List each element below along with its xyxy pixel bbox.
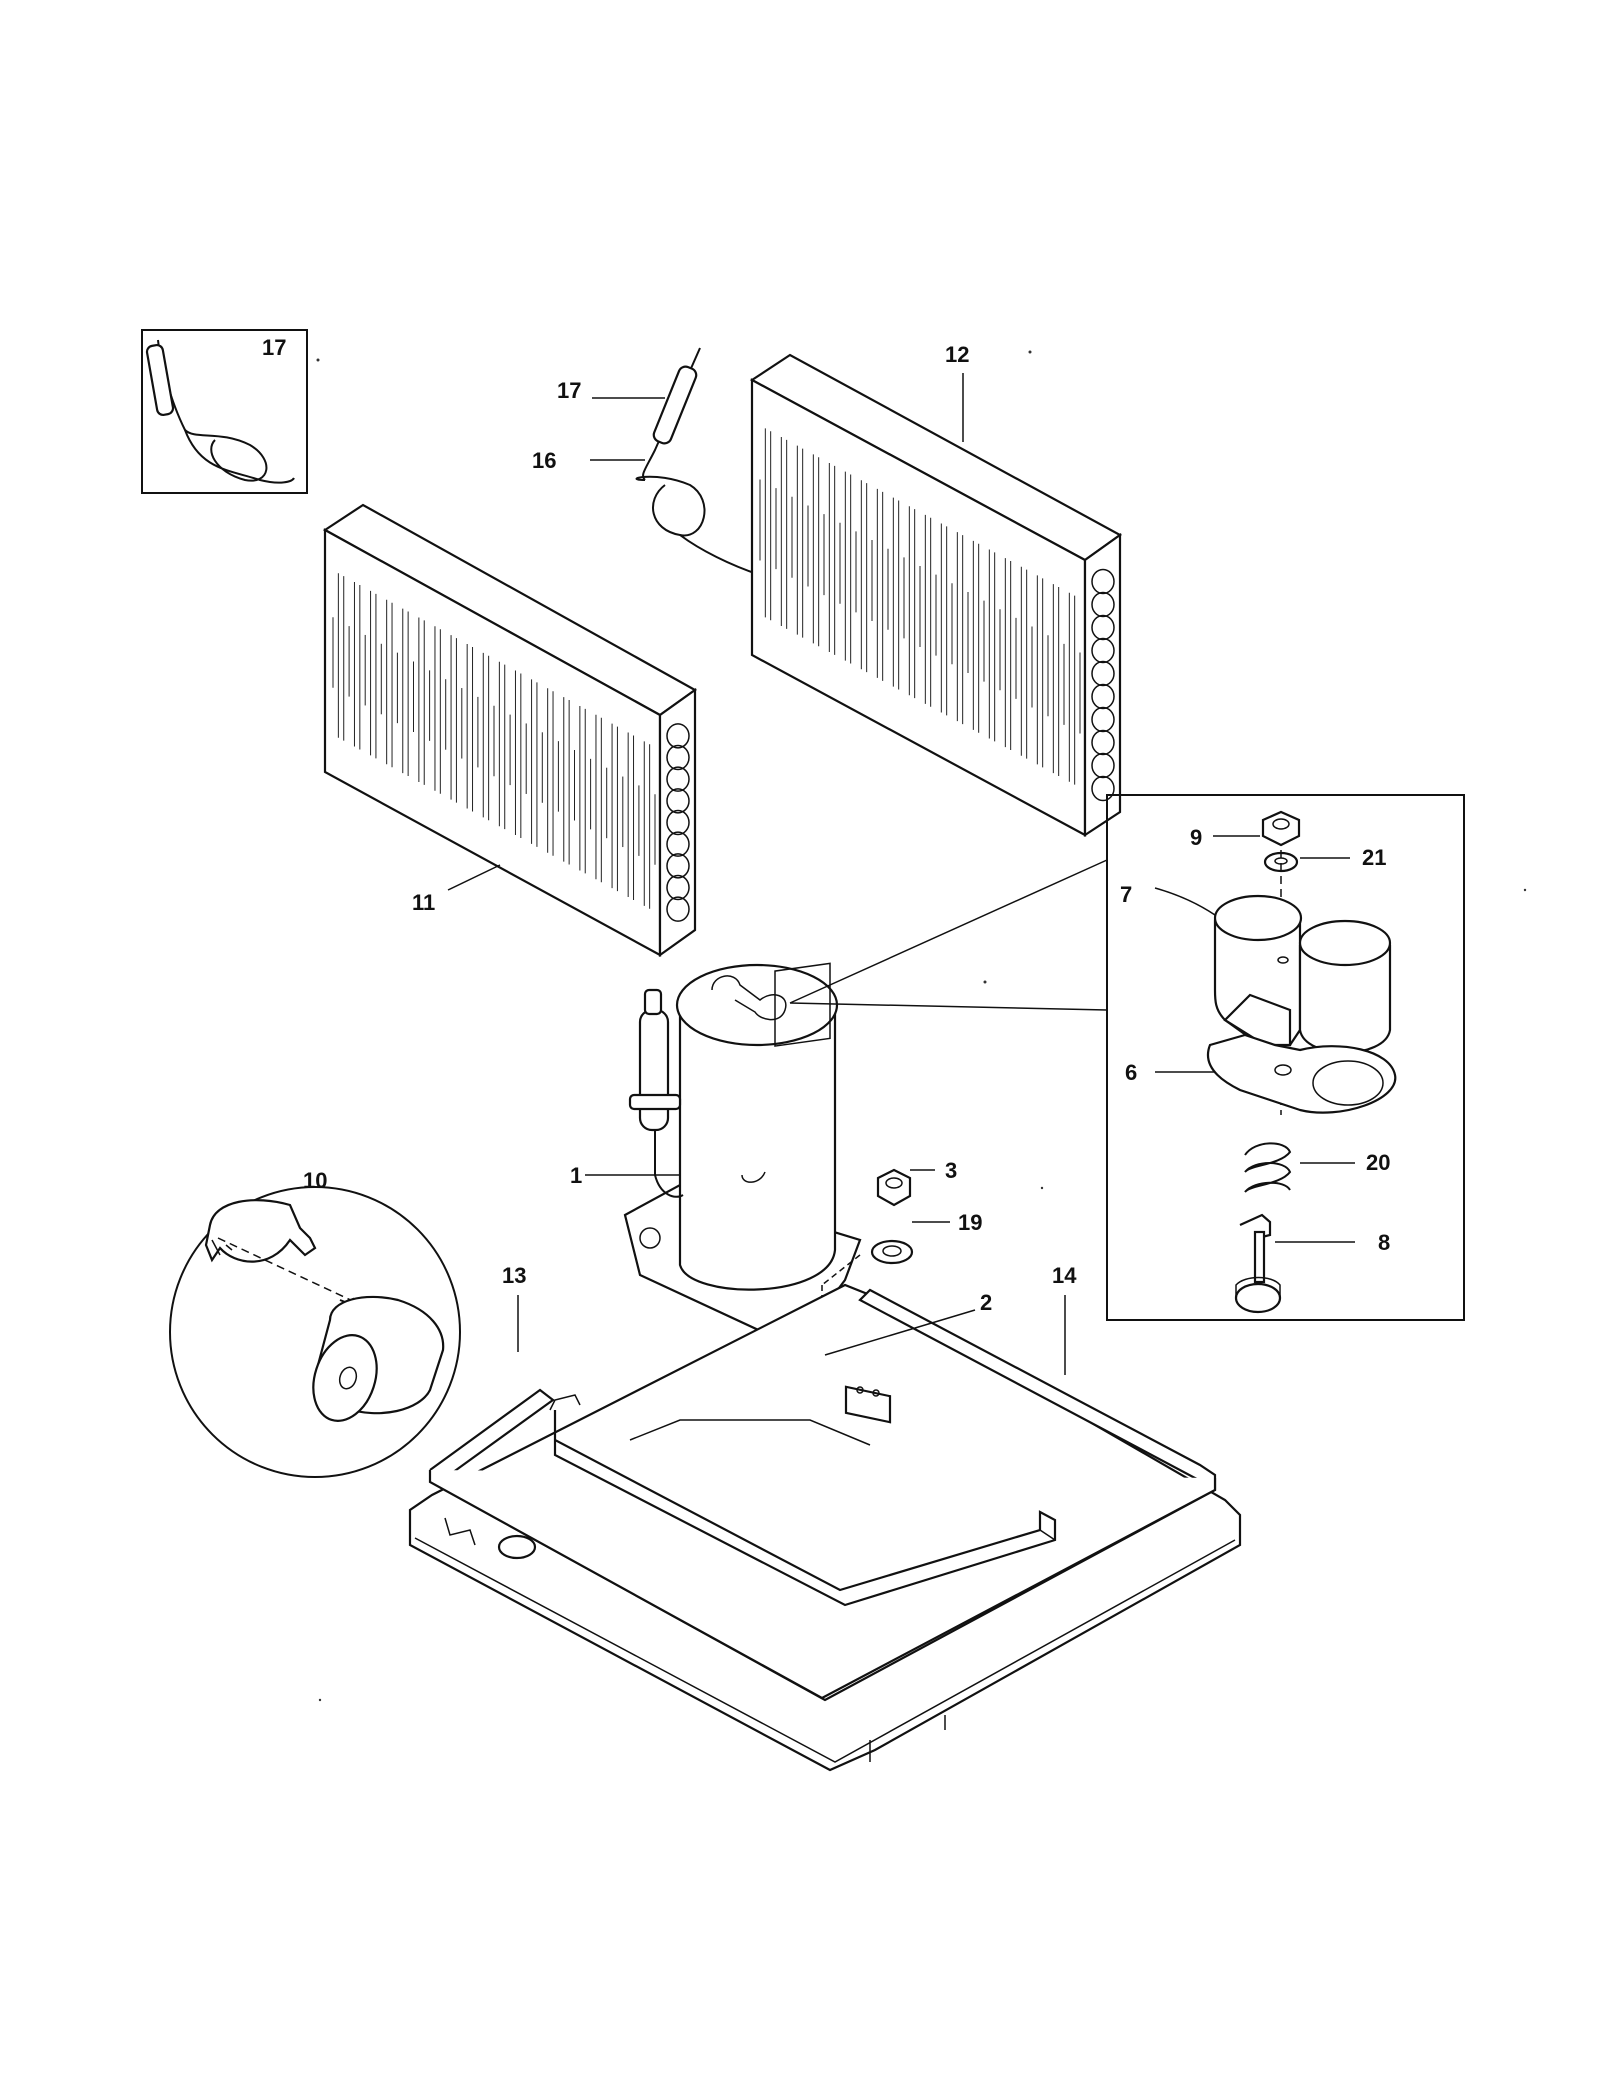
leader-lines	[447, 373, 1355, 1375]
evaporator-coil	[322, 503, 698, 958]
callout-2: 2	[980, 1290, 992, 1315]
callout-16: 16	[532, 448, 556, 473]
condenser-coil	[749, 353, 1123, 838]
callout-7: 7	[1120, 882, 1132, 907]
callout-17: 17	[557, 378, 581, 403]
nut	[876, 1168, 912, 1207]
callout-10: 10	[303, 1168, 327, 1193]
washer	[870, 1239, 914, 1265]
callout-14: 14	[1052, 1263, 1077, 1288]
callout-20: 20	[1366, 1150, 1390, 1175]
callout-13: 13	[502, 1263, 526, 1288]
callout-3: 3	[945, 1158, 957, 1183]
callout-19: 19	[958, 1210, 982, 1235]
capacitor-inset	[169, 1186, 461, 1478]
callout-9: 9	[1190, 825, 1202, 850]
compressor	[623, 962, 862, 1342]
callout-6: 6	[1125, 1060, 1137, 1085]
capillary-tube-inset	[141, 329, 308, 494]
partition	[428, 1288, 1217, 1702]
callout-17-inset: 17	[262, 335, 286, 360]
callout-labels: 17 17 16 12 11 9 21 7 6 20 8 10 1 3 19 1…	[262, 335, 1390, 1315]
callout-8: 8	[1378, 1230, 1390, 1255]
callout-21: 21	[1362, 845, 1386, 870]
protector-inset	[789, 794, 1465, 1321]
callout-12: 12	[945, 342, 969, 367]
capillary-tube-assembly	[635, 347, 761, 576]
callout-11: 11	[412, 890, 435, 915]
callout-1: 1	[570, 1163, 582, 1188]
